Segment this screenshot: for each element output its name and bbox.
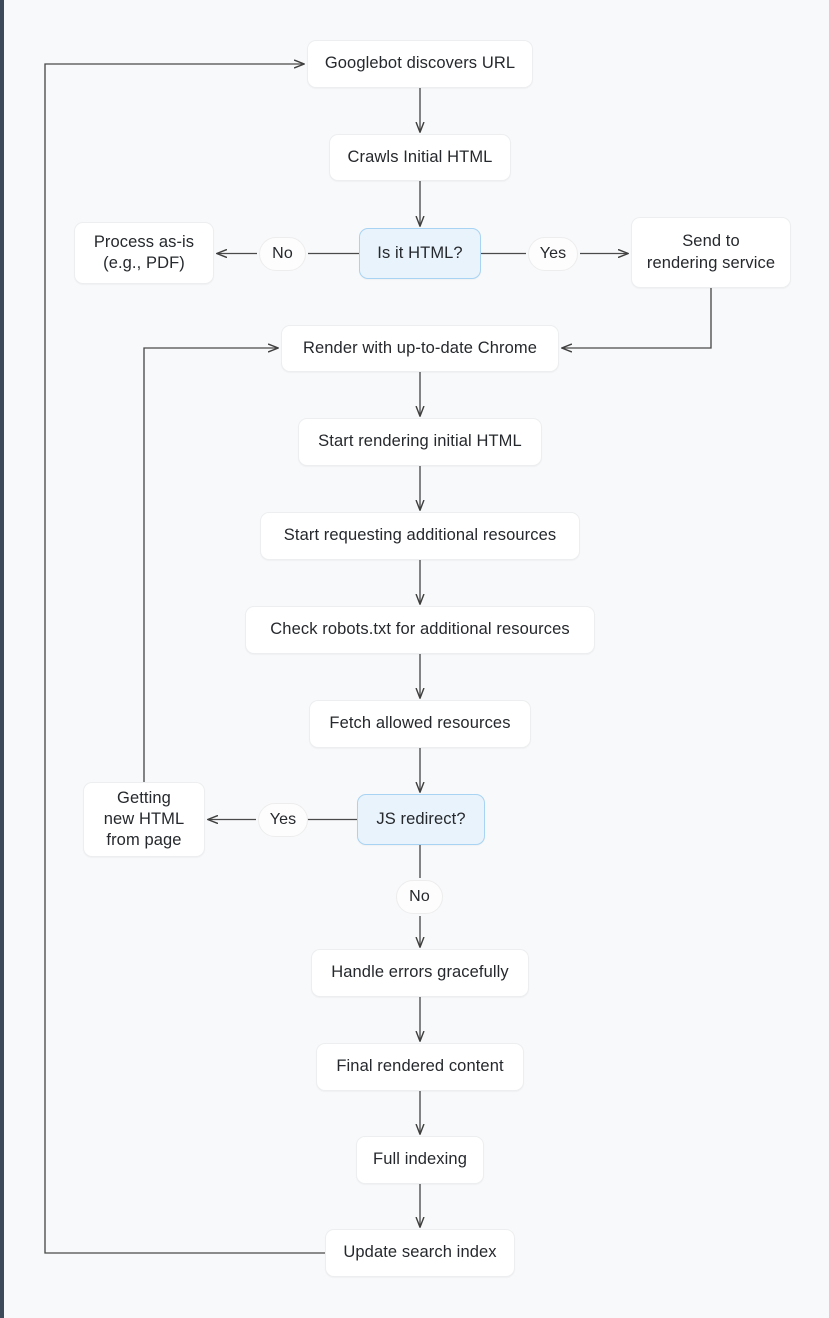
edge-label-text: No (409, 888, 430, 905)
edge-label-yes-js-redirect: Yes (258, 803, 308, 837)
node-label: Full indexing (373, 1150, 467, 1169)
edge-label-text: Yes (269, 811, 297, 828)
edge-label-yes-is-html: Yes (528, 237, 578, 271)
node-start-rendering-initial-html[interactable]: Start rendering initial HTML (298, 418, 542, 466)
node-process-as-is-pdf[interactable]: Process as-is (e.g., PDF) (74, 222, 214, 284)
node-label: Is it HTML? (377, 243, 463, 262)
node-check-robots-txt[interactable]: Check robots.txt for additional resource… (245, 606, 595, 654)
node-render-with-up-to-date-chrome[interactable]: Render with up-to-date Chrome (281, 325, 559, 372)
node-label: JS redirect? (376, 809, 466, 828)
flowchart-edges (44, 0, 712, 1254)
edge-label-no-is-html: No (259, 237, 306, 271)
node-fetch-allowed-resources[interactable]: Fetch allowed resources (309, 700, 531, 748)
node-final-rendered-content[interactable]: Final rendered content (316, 1043, 524, 1091)
node-full-indexing[interactable]: Full indexing (356, 1136, 484, 1184)
node-label: Crawls Initial HTML (347, 147, 493, 166)
node-update-search-index[interactable]: Update search index (325, 1229, 515, 1277)
node-start-requesting-additional-resources[interactable]: Start requesting additional resources (260, 512, 580, 560)
node-googlebot-discovers-url[interactable]: Googlebot discovers URL (307, 40, 533, 88)
node-send-to-rendering-service[interactable]: Send to rendering service (631, 217, 791, 288)
node-label: Check robots.txt for additional resource… (270, 620, 570, 639)
node-crawls-initial-html[interactable]: Crawls Initial HTML (329, 134, 511, 181)
node-js-redirect-decision[interactable]: JS redirect? (357, 794, 485, 845)
edge-label-text: Yes (539, 245, 567, 262)
node-label: Send to rendering service (646, 232, 776, 272)
node-handle-errors-gracefully[interactable]: Handle errors gracefully (311, 949, 529, 997)
edge-label-no-js-redirect: No (396, 880, 443, 914)
node-label: Fetch allowed resources (329, 714, 511, 733)
node-getting-new-html-from-page[interactable]: Getting new HTML from page (83, 782, 205, 857)
node-label: Getting new HTML from page (103, 788, 185, 850)
node-label: Process as-is (e.g., PDF) (93, 232, 195, 272)
node-label: Googlebot discovers URL (324, 54, 516, 73)
edge-label-text: No (272, 245, 293, 262)
node-label: Start requesting additional resources (283, 526, 557, 545)
node-label: Start rendering initial HTML (318, 432, 522, 451)
node-is-it-html-decision[interactable]: Is it HTML? (359, 228, 481, 279)
node-label: Handle errors gracefully (331, 963, 509, 982)
node-label: Update search index (343, 1243, 497, 1262)
node-label: Final rendered content (336, 1057, 504, 1076)
node-label: Render with up-to-date Chrome (302, 338, 537, 357)
